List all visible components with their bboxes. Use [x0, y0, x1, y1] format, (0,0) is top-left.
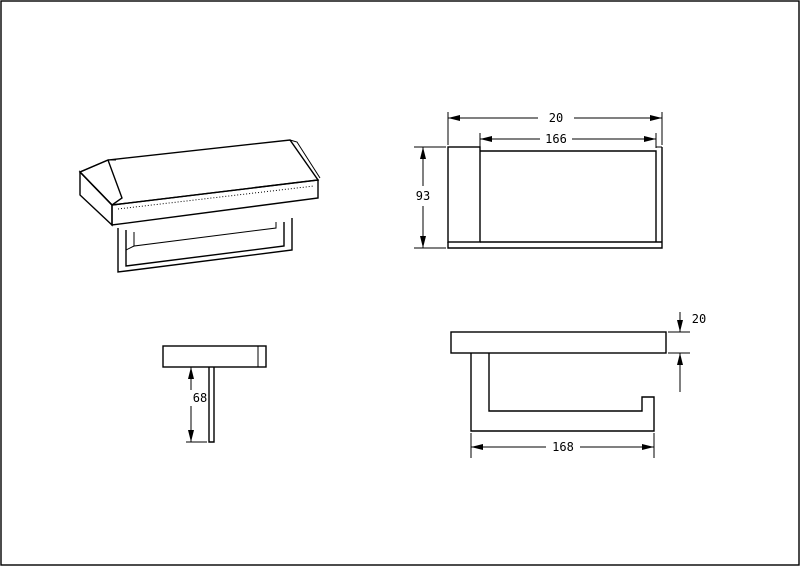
- top-view: [414, 112, 663, 249]
- isometric-view: [78, 139, 321, 273]
- dim-front-width: 168: [552, 440, 574, 454]
- dim-top-height: 93: [416, 189, 430, 203]
- front-view: [450, 312, 690, 458]
- dim-top-inner-width: 166: [545, 132, 567, 146]
- dim-side-height: 68: [193, 391, 207, 405]
- side-view: [162, 345, 267, 443]
- dim-top-overall-width: 20: [549, 111, 563, 125]
- dim-front-thickness: 20: [692, 312, 706, 326]
